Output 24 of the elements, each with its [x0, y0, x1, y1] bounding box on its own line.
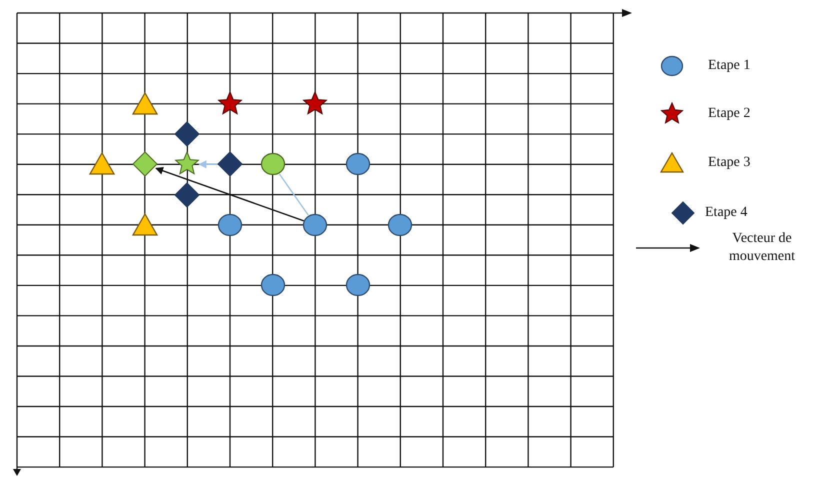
- triangle-marker: [89, 151, 116, 178]
- star-marker: [174, 151, 200, 178]
- circle-marker: [217, 212, 243, 238]
- diamond-marker: [217, 151, 243, 178]
- circle-marker: [260, 272, 286, 298]
- arrow: [198, 160, 218, 168]
- arrow: [155, 166, 304, 222]
- legend-label: Vecteur de mouvement: [728, 230, 796, 265]
- legend-label: Etape 4: [705, 204, 748, 222]
- circle-marker: [387, 212, 414, 238]
- diamond-marker: [174, 182, 200, 208]
- triangle-marker: [132, 90, 158, 117]
- star-marker: [302, 90, 328, 117]
- diamond-marker: [132, 151, 158, 178]
- circle-marker: [344, 151, 371, 178]
- circle-marker: [302, 212, 328, 238]
- legend-label: Etape 3: [708, 154, 752, 172]
- legend-label: Etape 2: [708, 105, 752, 122]
- legend-label: Etape 1: [708, 57, 752, 74]
- triangle-marker: [132, 212, 158, 238]
- star-marker: [217, 90, 243, 117]
- circle-marker: [260, 151, 286, 178]
- circle-marker: [344, 272, 371, 298]
- diamond-marker: [174, 121, 200, 148]
